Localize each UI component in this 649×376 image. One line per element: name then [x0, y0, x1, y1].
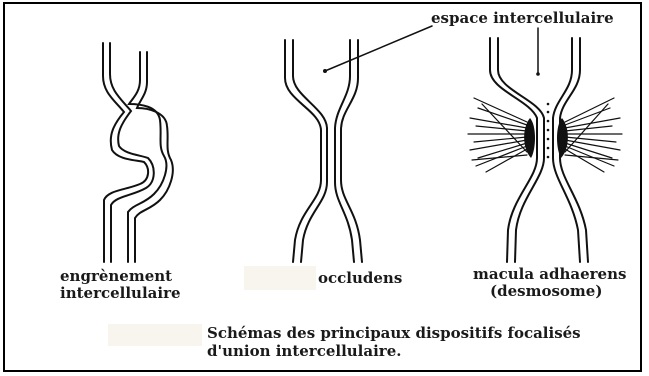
tonofilament-left [486, 149, 527, 172]
caption-mask [108, 324, 202, 346]
tonofilament-right [565, 98, 614, 122]
tonofilament-right [565, 149, 604, 172]
desmosome-drawing [468, 28, 622, 262]
occludens-label: occludens [318, 270, 402, 287]
caption-line1: Schémas des principaux dispositifs focal… [207, 325, 581, 342]
engrenement-label-line2: intercellulaire [60, 285, 181, 302]
occludens-drawing [285, 26, 432, 262]
occludens-membrane-3 [335, 40, 354, 262]
espace-intercellulaire-label: espace intercellulaire [431, 10, 614, 27]
engrenement-label-line1: engrènement [60, 268, 172, 285]
caption-line2: d'union intercellulaire. [207, 343, 401, 360]
occludens-membrane-4 [341, 40, 362, 262]
occludens-membrane-1 [285, 40, 321, 262]
desmosome-dots [547, 103, 550, 159]
desmosome-label: (desmosome) [490, 283, 602, 300]
macula-adhaerens-label: macula adhaerens [473, 266, 626, 283]
espace-pointer-line [325, 26, 432, 71]
engrenement-drawing [103, 43, 173, 262]
occludens-label-mask [244, 266, 316, 290]
